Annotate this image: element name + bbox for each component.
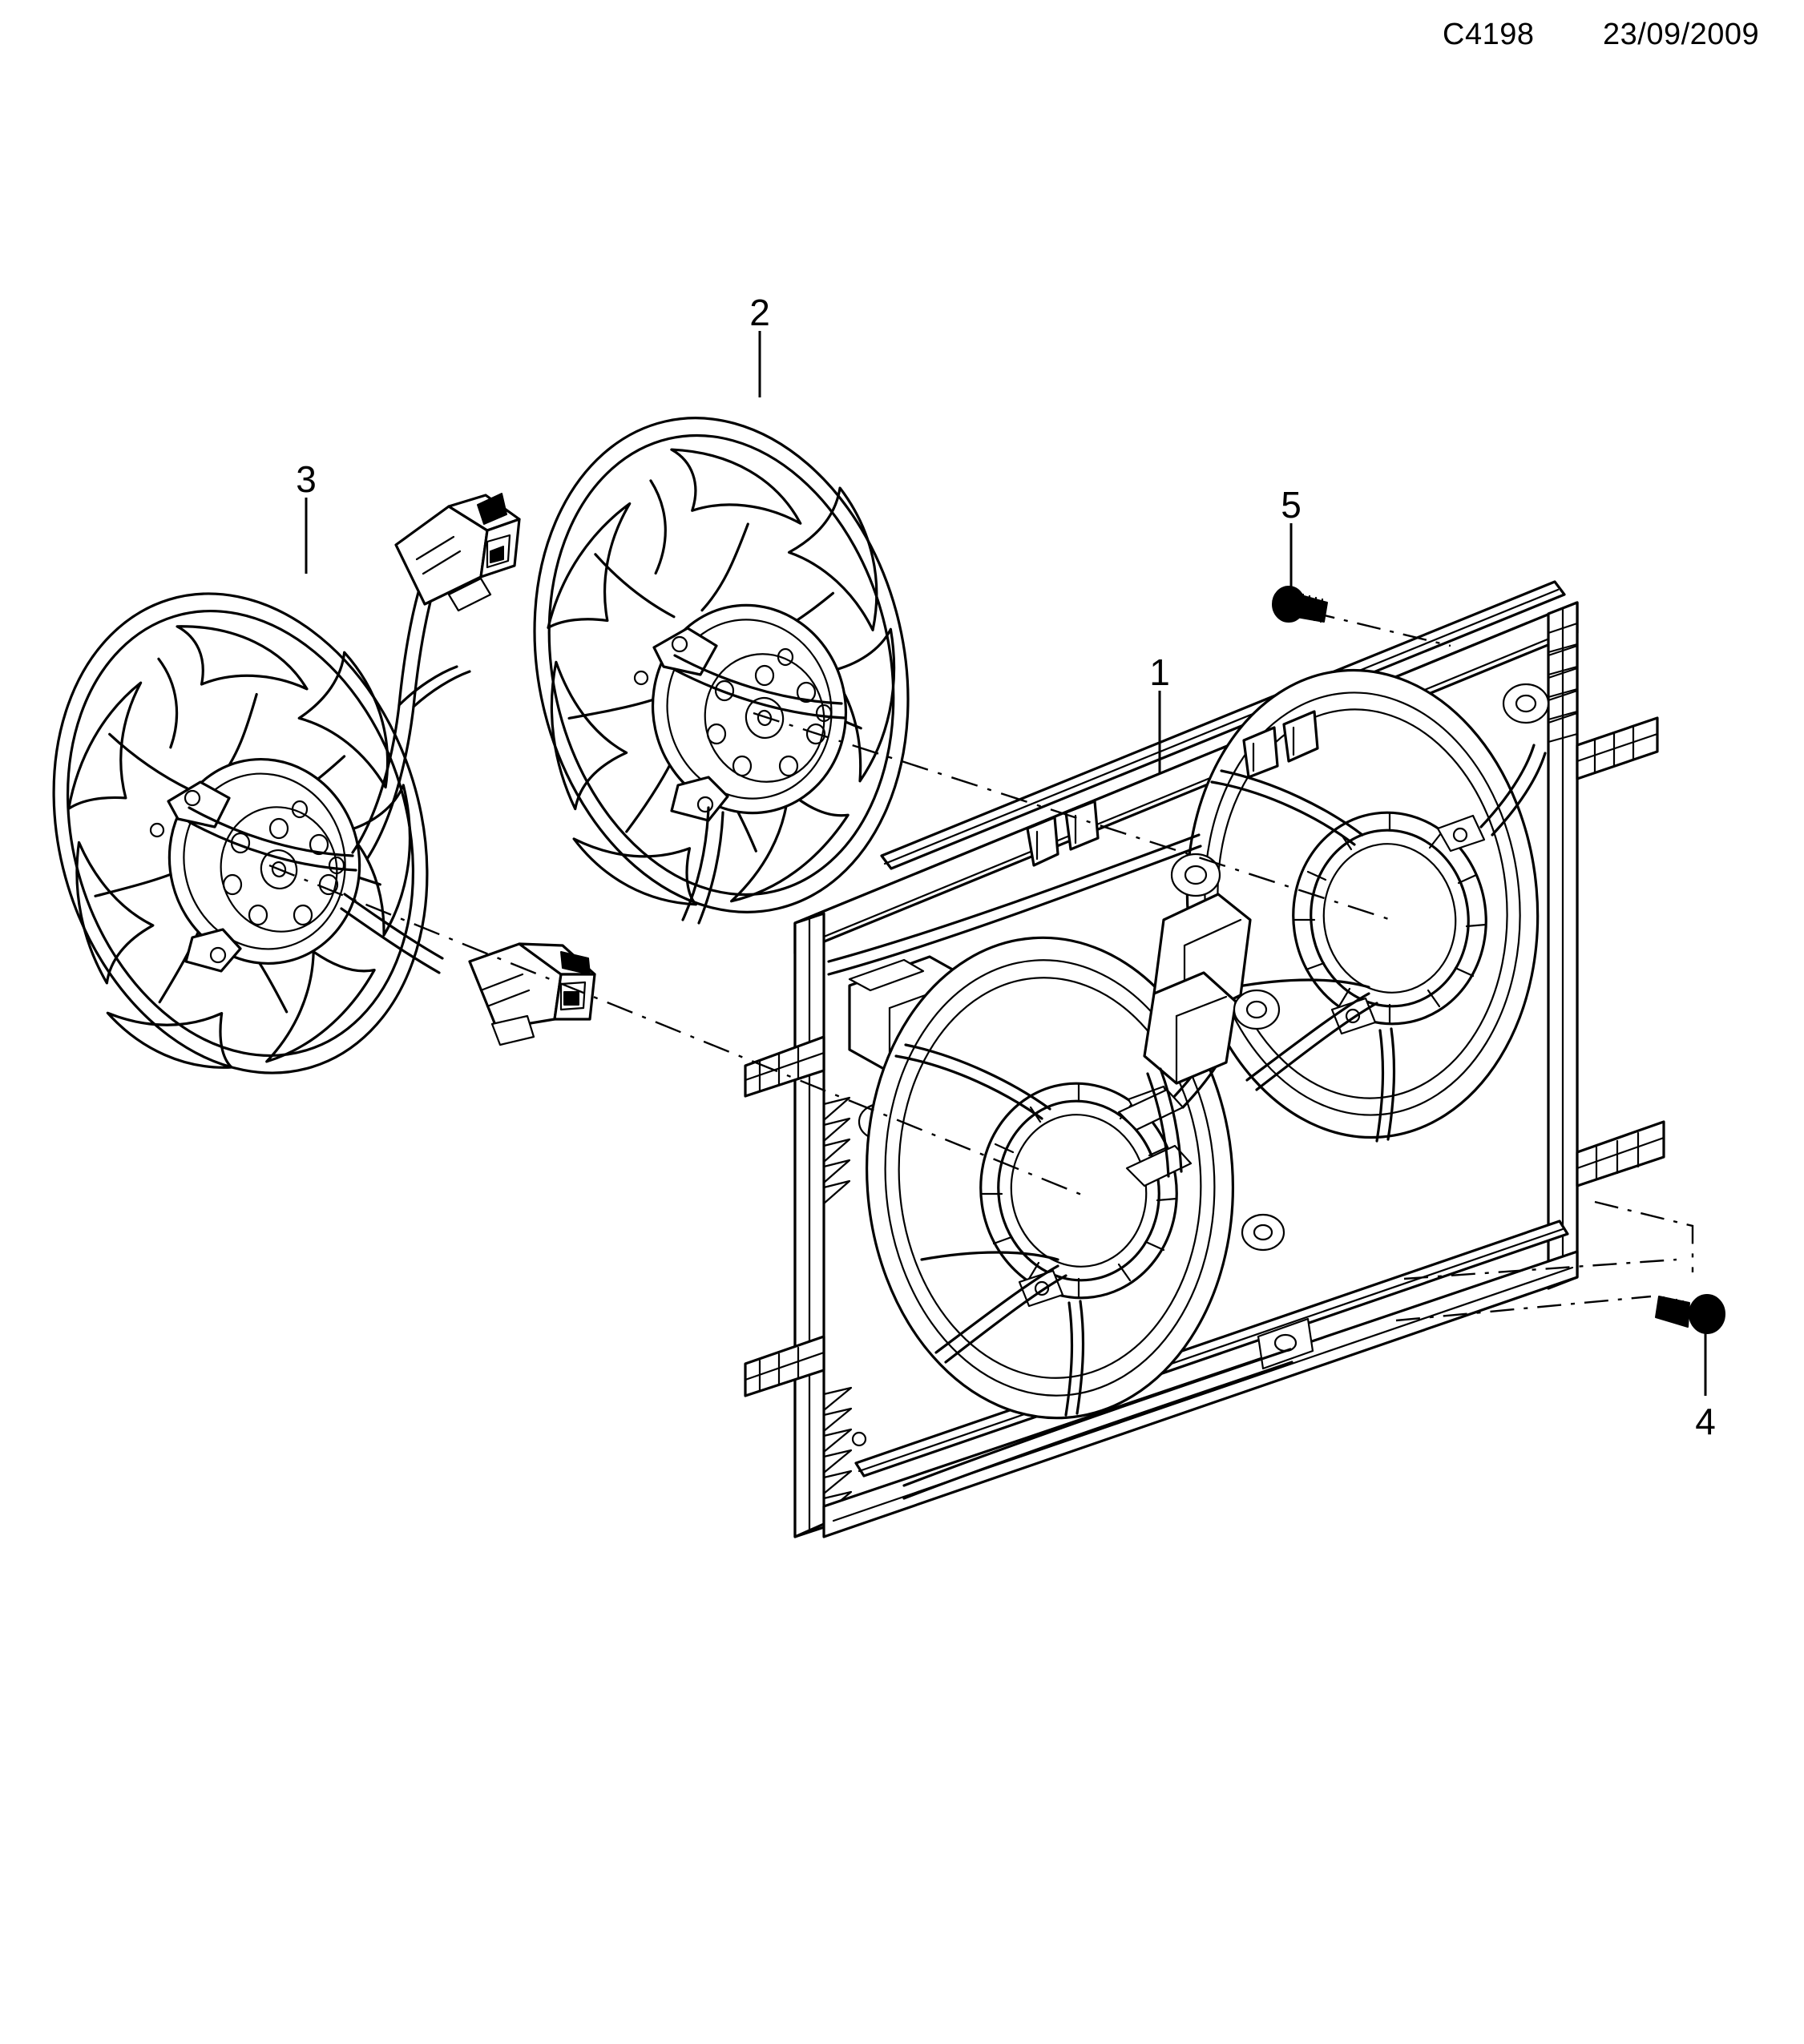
- callout-4: 4: [1695, 1320, 1716, 1442]
- motor-mount-ring-right: [1292, 811, 1487, 1035]
- shroud-center-divider: [1117, 853, 1285, 1252]
- fan-connector-upper[interactable]: [394, 493, 521, 612]
- motor-vent-holes-upper: [706, 647, 833, 777]
- callout-4-label: 4: [1695, 1401, 1716, 1442]
- shroud-aperture-left: [865, 936, 1239, 1420]
- shroud-right-edge: [1502, 601, 1665, 1290]
- fan-blade-assembly-upper[interactable]: [487, 381, 956, 950]
- callout-3: 3: [296, 458, 317, 574]
- motor-vent-holes-lower: [222, 800, 345, 926]
- callout-3-label: 3: [296, 458, 317, 500]
- callout-1: 1: [1149, 651, 1170, 773]
- mounting-screw-upper[interactable]: [1272, 586, 1328, 623]
- fan-blade-assembly-lower[interactable]: [0, 547, 484, 1120]
- fan-motor-lower: [149, 757, 361, 973]
- callout-2: 2: [749, 292, 770, 397]
- drawing-date-label: 23/09/2009: [1603, 18, 1760, 51]
- mounting-screw-lower[interactable]: [1655, 1294, 1725, 1334]
- fan-shroud-frame[interactable]: [744, 580, 1665, 1538]
- fan-connector-lower[interactable]: [468, 942, 596, 1046]
- callout-5-label: 5: [1281, 484, 1302, 526]
- shroud-harness-clips: [1026, 710, 1319, 867]
- drawing-code-label: C4198: [1443, 18, 1535, 51]
- callout-5: 5: [1281, 484, 1302, 591]
- wire-harness-lower-b: [340, 893, 444, 974]
- callout-2-label: 2: [749, 292, 770, 333]
- fan-motor-upper: [633, 603, 848, 822]
- assembly-centrelines: [268, 611, 1694, 1322]
- wire-pigtail-upper: [681, 806, 724, 925]
- callout-1-label: 1: [1149, 651, 1170, 693]
